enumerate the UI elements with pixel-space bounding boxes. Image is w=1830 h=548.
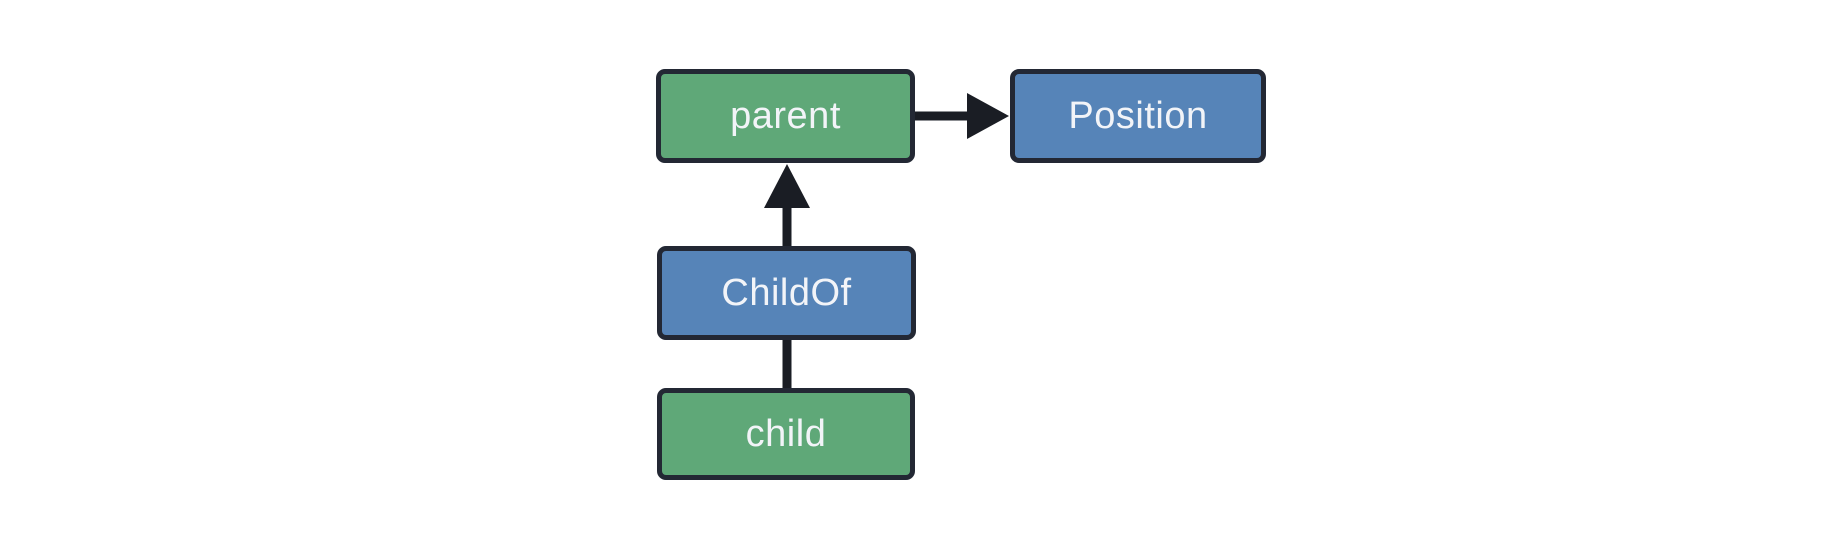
edge-childof-parent-arrow — [764, 164, 810, 248]
node-child: child — [657, 388, 915, 480]
node-child-label: child — [745, 413, 827, 455]
node-position: Position — [1010, 69, 1266, 163]
node-position-label: Position — [1068, 95, 1208, 137]
node-childof: ChildOf — [657, 246, 916, 340]
node-parent: parent — [656, 69, 915, 163]
node-childof-label: ChildOf — [721, 272, 852, 314]
edge-parent-position-arrow — [913, 93, 1009, 139]
node-parent-label: parent — [730, 95, 841, 137]
